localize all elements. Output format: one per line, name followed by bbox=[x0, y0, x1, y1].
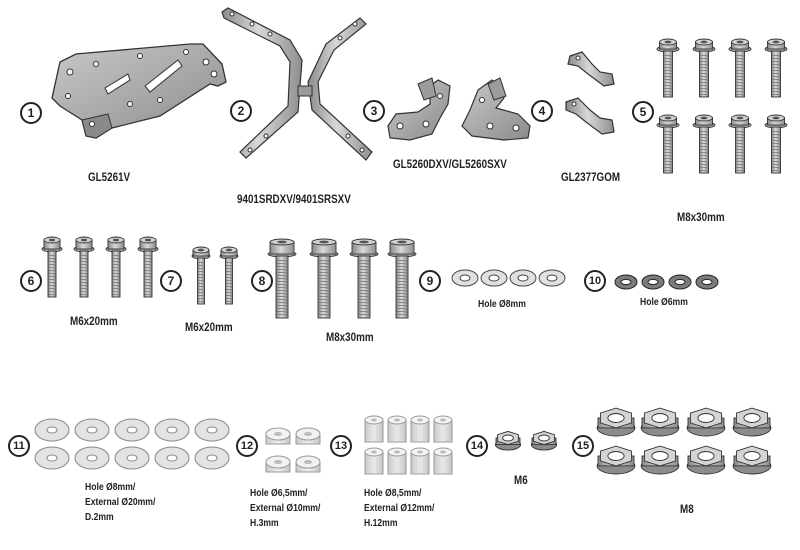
label-8: M8x30mm bbox=[326, 330, 374, 344]
nut-icon bbox=[596, 445, 636, 475]
side-brackets-icon bbox=[387, 77, 531, 141]
nut-icon bbox=[686, 445, 726, 475]
lock-washer-icon bbox=[614, 274, 719, 290]
callout-13: 13 bbox=[330, 435, 352, 457]
nut-icon bbox=[596, 407, 636, 437]
label-1: GL5261V bbox=[88, 170, 131, 184]
label-10: Hole Ø6mm bbox=[640, 296, 688, 308]
x-frame-icon bbox=[221, 7, 373, 161]
nut-icon bbox=[732, 445, 772, 475]
callout-9: 9 bbox=[419, 270, 441, 292]
label-11-line-1: Hole Ø8mm/ bbox=[85, 481, 136, 493]
tall-spacer-icon bbox=[410, 447, 430, 475]
callout-10: 10 bbox=[584, 270, 606, 292]
nut-icon bbox=[530, 430, 558, 451]
callout-8: 8 bbox=[251, 270, 273, 292]
nut-icon bbox=[640, 445, 680, 475]
callout-15: 15 bbox=[572, 435, 594, 457]
label-12: Hole Ø6,5mm/ External Ø10mm/ H.3mm bbox=[250, 486, 320, 531]
callout-6: 6 bbox=[20, 270, 42, 292]
callout-12: 12 bbox=[236, 435, 258, 457]
callout-5: 5 bbox=[632, 101, 654, 123]
label-6: M6x20mm bbox=[70, 314, 118, 328]
nut-icon bbox=[494, 430, 558, 451]
plate-bracket-icon bbox=[51, 43, 227, 139]
bolt-icon bbox=[764, 38, 788, 98]
label-11-line-2: External Ø20mm/ bbox=[85, 496, 156, 508]
bolt-icon bbox=[764, 114, 788, 174]
callout-14: 14 bbox=[466, 435, 488, 457]
label-7: M6x20mm bbox=[185, 320, 233, 334]
tall-spacer-icon bbox=[387, 447, 407, 475]
bolt-icon bbox=[349, 238, 379, 319]
label-5: M8x30mm bbox=[677, 210, 725, 224]
nut-icon bbox=[732, 407, 772, 437]
label-9: Hole Ø8mm bbox=[478, 298, 526, 310]
callout-4: 4 bbox=[531, 100, 553, 122]
label-13: Hole Ø8,5mm/ External Ø12mm/ H.12mm bbox=[364, 486, 434, 531]
bolt-icon bbox=[656, 114, 680, 174]
callout-3: 3 bbox=[363, 100, 385, 122]
bolt-icon bbox=[692, 114, 716, 174]
callout-7: 7 bbox=[160, 270, 182, 292]
bolt-icon bbox=[728, 38, 752, 98]
bolt-icon bbox=[692, 38, 716, 98]
bolt-icon bbox=[73, 236, 95, 298]
label-13-line-2: External Ø12mm/ bbox=[364, 502, 435, 514]
small-bracket-icon bbox=[565, 51, 615, 135]
bolt-icon bbox=[728, 114, 752, 174]
tall-spacer-icon bbox=[364, 415, 453, 475]
nut-icon bbox=[596, 407, 772, 475]
label-2: 9401SRDXV/9401SRSXV bbox=[237, 192, 351, 206]
bolt-icon bbox=[219, 246, 239, 305]
tall-spacer-icon bbox=[364, 415, 384, 443]
washer-icon bbox=[451, 269, 566, 287]
label-15: M8 bbox=[680, 502, 694, 516]
nut-icon bbox=[686, 407, 726, 437]
bolt-icon bbox=[137, 236, 159, 298]
bolt-icon bbox=[191, 246, 211, 305]
tall-spacer-icon bbox=[433, 447, 453, 475]
tall-spacer-icon bbox=[433, 415, 453, 443]
rubber-washer-icon bbox=[34, 418, 230, 470]
bolt-icon bbox=[105, 236, 127, 298]
bolt-icon bbox=[41, 38, 788, 319]
label-14: M6 bbox=[514, 473, 528, 487]
label-12-line-3: H.3mm bbox=[250, 517, 279, 529]
bolt-icon bbox=[656, 38, 680, 98]
tall-spacer-icon bbox=[364, 447, 384, 475]
callout-11: 11 bbox=[8, 435, 30, 457]
tall-spacer-icon bbox=[410, 415, 430, 443]
bolt-icon bbox=[41, 236, 63, 298]
nut-icon bbox=[494, 430, 522, 451]
label-3: GL5260DXV/GL5260SXV bbox=[393, 157, 507, 171]
label-4: GL2377GOM bbox=[561, 170, 621, 184]
label-11-line-3: D.2mm bbox=[85, 511, 114, 523]
label-13-line-1: Hole Ø8,5mm/ bbox=[364, 487, 422, 499]
nut-icon bbox=[640, 407, 680, 437]
spacer-icon bbox=[265, 427, 321, 473]
label-12-line-1: Hole Ø6,5mm/ bbox=[250, 487, 308, 499]
bolt-icon bbox=[267, 238, 297, 319]
bolt-icon bbox=[309, 238, 339, 319]
label-13-line-3: H.12mm bbox=[364, 517, 398, 529]
callout-1: 1 bbox=[20, 102, 42, 124]
label-12-line-2: External Ø10mm/ bbox=[250, 502, 321, 514]
label-11: Hole Ø8mm/ External Ø20mm/ D.2mm bbox=[85, 480, 155, 525]
tall-spacer-icon bbox=[387, 415, 407, 443]
callout-2: 2 bbox=[230, 100, 252, 122]
bolt-icon bbox=[387, 238, 417, 319]
